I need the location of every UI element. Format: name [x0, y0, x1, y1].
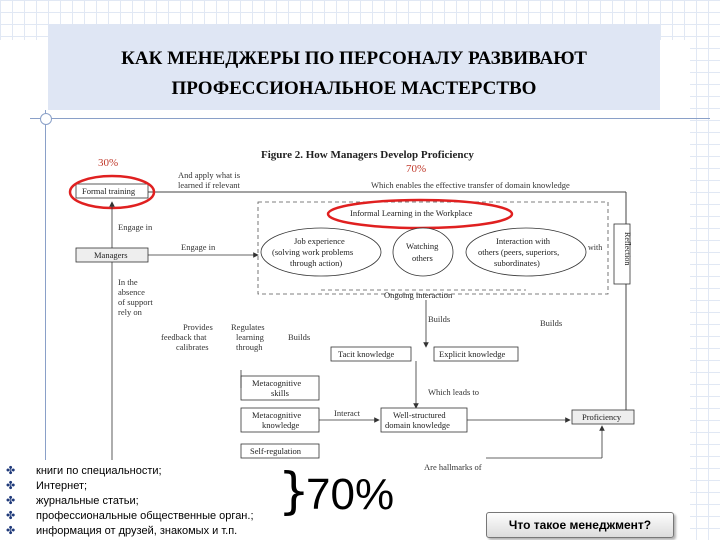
informal-learning-region	[257, 201, 609, 295]
percent-30-label: 30%	[98, 157, 118, 169]
job-experience-label-1: Job experience	[294, 236, 345, 246]
proficiency-box	[571, 409, 635, 425]
ongoing-interaction-label: Ongoing interaction	[384, 290, 453, 300]
decorative-vertical-line	[45, 110, 46, 540]
engage-top-label: Engage in	[118, 222, 153, 232]
watching-label-1: Watching	[406, 241, 439, 251]
with-label: with	[588, 243, 602, 252]
job-experience-label-2: (solving work problems	[272, 247, 353, 257]
title-banner	[48, 24, 660, 110]
provides-label-3: calibrates	[176, 342, 209, 352]
absence-label-4: rely on	[118, 307, 143, 317]
bullet-star-icon: ✤	[6, 524, 16, 537]
bullet-star-icon: ✤	[6, 494, 16, 507]
interact-label: Interact	[334, 408, 361, 418]
figure-title: Figure 2. How Managers Develop Proficien…	[261, 149, 474, 161]
apply-label-1: And apply what is	[178, 170, 240, 180]
interaction-label-2: others (peers, superiors,	[478, 247, 559, 257]
explicit-knowledge-box	[433, 346, 519, 362]
well-structured-box	[380, 407, 468, 433]
hallmarks-label: Are hallmarks of	[424, 462, 482, 472]
tacit-knowledge-label: Tacit knowledge	[338, 349, 395, 359]
slide-title: КАК МЕНЕДЖЕРЫ ПО ПЕРСОНАЛУ РАЗВИВАЮТ ПРО…	[48, 44, 660, 105]
apply-label-2: learned if relevant	[178, 180, 240, 190]
interaction-label-3: subordinates)	[494, 258, 540, 268]
builds-label-1: Builds	[288, 332, 310, 342]
absence-label-3: of support	[118, 297, 153, 307]
regulates-label-2: learning	[236, 332, 265, 342]
interaction-oval	[465, 227, 587, 277]
proficiency-diagram: Figure 2. How Managers Develop Proficien…	[66, 140, 636, 475]
enables-label: Which enables the effective transfer of …	[371, 180, 570, 190]
list-item: ✤ Интернет;	[6, 479, 88, 493]
metacognitive-skills-box	[240, 375, 320, 401]
interaction-label-1: Interaction with	[496, 236, 551, 246]
metacognitive-knowledge-label-2: knowledge	[262, 420, 300, 430]
curly-brace-icon: }	[278, 462, 310, 520]
list-item: ✤ профессиональные общественные орган.;	[6, 509, 254, 523]
percent-70-label: 70%	[406, 163, 426, 175]
bullet-star-icon: ✤	[6, 464, 16, 477]
informal-learning-label: Informal Learning in the Workplace	[350, 208, 473, 218]
job-experience-label-3: through action)	[290, 258, 342, 268]
list-item: ✤ книги по специальности;	[6, 464, 162, 478]
absence-label-1: In the	[118, 277, 138, 287]
engage-mid-label: Engage in	[181, 242, 216, 252]
slide-title-line-2: ПРОФЕССИОНАЛЬНОЕ МАСТЕРСТВО	[171, 78, 537, 100]
watching-label-2: others	[412, 253, 433, 263]
metacognitive-skills-label-1: Metacognitive	[252, 378, 301, 388]
self-regulation-box	[240, 443, 320, 459]
formal-training-label: Formal training	[82, 186, 136, 196]
decorative-horizontal-line	[30, 118, 710, 119]
list-item: ✤ информация от друзей, знакомых и т.п.	[6, 524, 238, 538]
leads-to-label: Which leads to	[428, 387, 479, 397]
watching-others-oval	[392, 227, 454, 277]
builds-label-2: Builds	[428, 314, 450, 324]
self-regulation-label: Self-regulation	[250, 446, 302, 456]
bullet-star-icon: ✤	[6, 509, 16, 522]
regulates-label-1: Regulates	[231, 322, 265, 332]
regulates-label-3: through	[236, 342, 263, 352]
metacognitive-knowledge-label-1: Metacognitive	[252, 410, 301, 420]
managers-label: Managers	[94, 250, 128, 260]
list-item: ✤ журнальные статьи;	[6, 494, 139, 508]
well-structured-label-1: Well-structured	[393, 410, 446, 420]
bullet-star-icon: ✤	[6, 479, 16, 492]
proficiency-label: Proficiency	[582, 412, 622, 422]
provides-label-2: feedback that	[161, 332, 207, 342]
big-percent-label: 70%	[306, 470, 395, 519]
builds-label-3: Builds	[540, 318, 562, 328]
decorative-circle	[40, 113, 52, 125]
sources-list: ✤ книги по специальности; ✤ Интернет; ✤ …	[0, 460, 282, 540]
well-structured-label-2: domain knowledge	[385, 420, 450, 430]
tacit-knowledge-box	[330, 346, 412, 362]
metacognitive-knowledge-box	[240, 407, 320, 433]
job-experience-oval	[260, 227, 382, 277]
slide-title-line-1: КАК МЕНЕДЖЕРЫ ПО ПЕРСОНАЛУ РАЗВИВАЮТ	[121, 48, 587, 69]
reflection-box	[613, 223, 631, 285]
formal-training-box	[75, 183, 149, 199]
explicit-knowledge-label: Explicit knowledge	[439, 349, 506, 359]
absence-label-2: absence	[118, 287, 145, 297]
reflection-label: Reflection	[623, 232, 632, 265]
metacognitive-skills-label-2: skills	[271, 388, 289, 398]
what-is-management-button[interactable]: Что такое менеджмент?	[486, 512, 674, 538]
provides-label-1: Provides	[183, 322, 213, 332]
